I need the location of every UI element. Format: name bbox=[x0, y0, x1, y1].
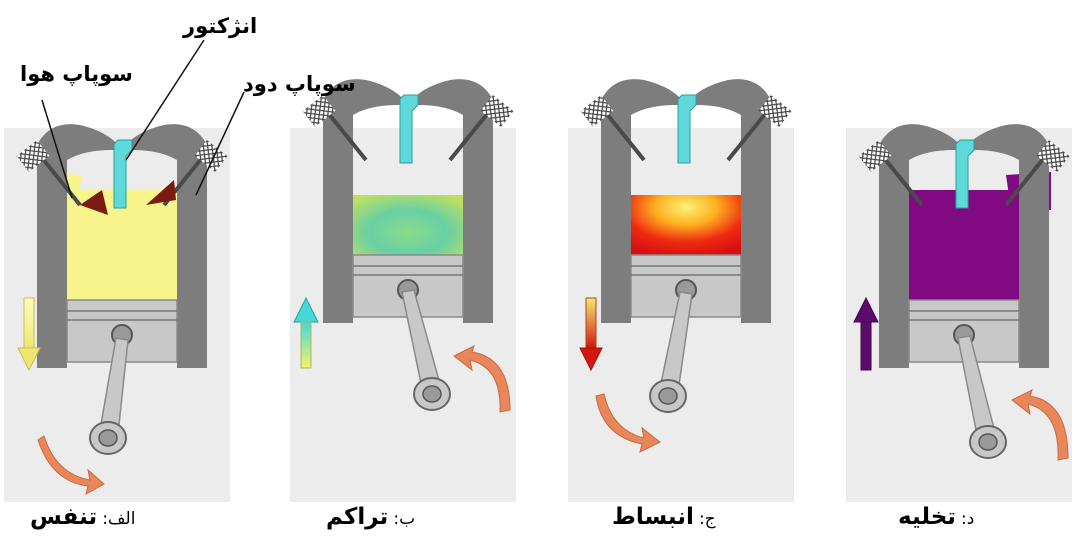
gas-chamber bbox=[353, 195, 463, 257]
gas-chamber bbox=[631, 195, 741, 257]
caption-name: تنفس bbox=[30, 504, 97, 530]
caption-name: انبساط bbox=[612, 504, 694, 530]
exhaust-valve-label: سوپاپ دود bbox=[243, 72, 356, 96]
stage-expansion bbox=[568, 79, 794, 502]
caption-exhaust: د: تخلیه bbox=[898, 504, 974, 530]
caption-prefix: ج: bbox=[699, 509, 716, 529]
caption-expansion: ج: انبساط bbox=[612, 504, 716, 530]
stage-intake bbox=[4, 124, 230, 502]
caption-name: تخلیه bbox=[898, 504, 956, 530]
caption-prefix: ب: bbox=[393, 509, 415, 529]
caption-compression: ب: تراکم bbox=[326, 504, 415, 530]
caption-prefix: د: bbox=[961, 509, 974, 529]
stage-compression bbox=[290, 79, 516, 502]
caption-prefix: الف: bbox=[102, 509, 135, 529]
air-valve-label: سوپاپ هوا bbox=[20, 62, 133, 86]
caption-name: تراکم bbox=[326, 504, 388, 530]
injector-label: انژکتور bbox=[183, 14, 257, 38]
stage-exhaust bbox=[846, 124, 1072, 502]
caption-intake: الف: تنفس bbox=[30, 504, 135, 530]
